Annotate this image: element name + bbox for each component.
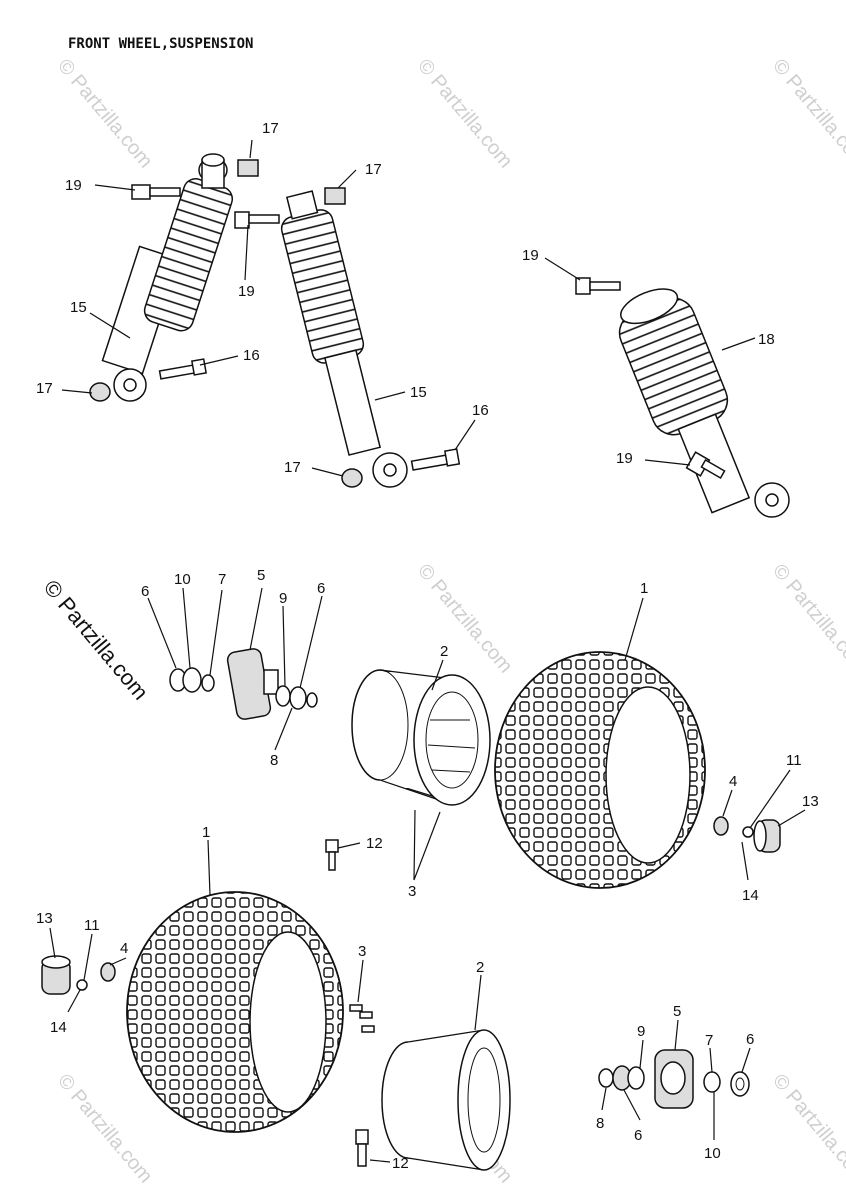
tire-lower	[126, 891, 344, 1133]
callout-label: 14	[742, 887, 759, 904]
shock-absorber-left	[101, 153, 234, 402]
washer-part	[100, 962, 116, 982]
callout-label: 3	[358, 943, 366, 960]
bolt-part	[410, 448, 461, 471]
callout-label: 8	[596, 1115, 604, 1132]
callout-label: 3	[408, 883, 416, 900]
hub-assembly-upper	[169, 648, 318, 720]
wheel-rim-lower	[381, 1029, 511, 1171]
callout-label: 11	[786, 752, 802, 769]
callout-label: 9	[279, 590, 287, 607]
diagram-title: FRONT WHEEL,SUSPENSION	[68, 36, 254, 52]
callout-label: 17	[36, 380, 53, 397]
callout-label: 16	[243, 347, 260, 364]
callout-label: 13	[36, 910, 53, 927]
wheel-rim-upper	[351, 669, 491, 806]
callout-labels: 17 19 17 19 15 16 17 15 16 17 19 18 19 6…	[36, 120, 819, 1172]
hub-cap	[753, 819, 781, 853]
callout-label: 4	[120, 940, 128, 957]
callout-label: 15	[410, 384, 427, 401]
callout-label: 12	[392, 1155, 409, 1172]
stud-part	[349, 1004, 375, 1033]
callout-label: 15	[70, 299, 87, 316]
callout-label: 6	[141, 583, 149, 600]
hub-assembly-lower	[598, 1049, 750, 1109]
callout-label: 19	[522, 247, 539, 264]
callout-label: 2	[440, 643, 448, 660]
leader-lines	[49, 139, 806, 1163]
callout-label: 4	[729, 773, 737, 790]
nut-part	[237, 159, 259, 177]
nut-part	[76, 979, 88, 991]
callout-label: 5	[257, 567, 265, 584]
hub-cap	[41, 955, 71, 995]
callout-label: 2	[476, 959, 484, 976]
callout-label: 8	[270, 752, 278, 769]
callout-label: 17	[284, 459, 301, 476]
callout-label: 7	[218, 571, 226, 588]
callout-label: 10	[704, 1145, 721, 1162]
nut-part	[324, 187, 346, 205]
nut-part	[341, 468, 363, 488]
bolt-part	[355, 1129, 369, 1167]
callout-label: 16	[472, 402, 489, 419]
callout-label: 19	[65, 177, 82, 194]
bolt-part	[131, 184, 181, 200]
callout-label: 7	[705, 1032, 713, 1049]
bolt-part	[575, 277, 621, 295]
nut-part	[89, 382, 111, 402]
callout-label: 6	[634, 1127, 642, 1144]
callout-label: 19	[616, 450, 633, 467]
nut-part	[742, 826, 754, 838]
callout-label: 13	[802, 793, 819, 810]
callout-label: 17	[365, 161, 382, 178]
callout-label: 12	[366, 835, 383, 852]
callout-label: 18	[758, 331, 775, 348]
callout-label: 19	[238, 283, 255, 300]
bolt-part	[325, 839, 339, 871]
callout-label: 1	[640, 580, 648, 597]
bolt-part	[685, 451, 726, 479]
tire-upper	[494, 651, 706, 889]
bolt-part	[158, 358, 207, 380]
callout-label: 6	[746, 1031, 754, 1048]
bolt-part	[234, 211, 280, 229]
shock-absorber-middle	[280, 190, 408, 488]
callout-label: 14	[50, 1019, 67, 1036]
callout-label: 11	[84, 917, 100, 934]
callout-label: 10	[174, 571, 191, 588]
callout-label: 17	[262, 120, 279, 137]
callout-label: 9	[637, 1023, 645, 1040]
callout-label: 1	[202, 824, 210, 841]
callout-label: 6	[317, 580, 325, 597]
callout-label: 5	[673, 1003, 681, 1020]
washer-part	[713, 816, 729, 836]
shock-absorber-right	[618, 288, 790, 518]
